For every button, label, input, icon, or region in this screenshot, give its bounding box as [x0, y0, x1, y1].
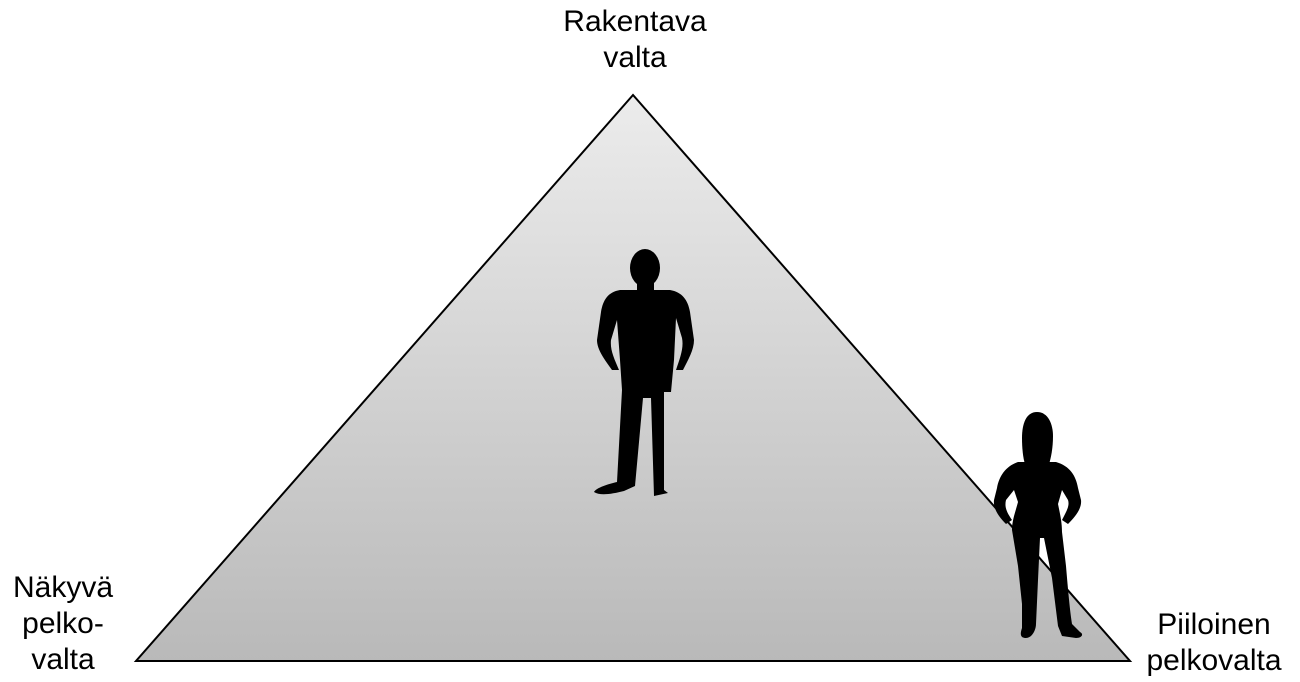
woman-silhouette-icon [993, 412, 1083, 638]
label-top-line1: Rakentava [563, 5, 707, 38]
label-right-line1: Piiloinen [1157, 608, 1271, 641]
label-left-line1: Näkyvä [12, 571, 114, 604]
label-top-line2: valta [603, 41, 667, 74]
label-left-line3: valta [31, 643, 95, 676]
label-constructive-power: Rakentava valta [535, 4, 735, 76]
label-visible-fear-power: Näkyvä pelko- valta [0, 570, 126, 678]
man-silhouette-icon [594, 249, 694, 496]
label-left-line2: pelko- [22, 607, 104, 640]
label-hidden-fear-power: Piiloinen pelkovalta [1128, 607, 1300, 679]
label-right-line2: pelkovalta [1146, 644, 1282, 677]
